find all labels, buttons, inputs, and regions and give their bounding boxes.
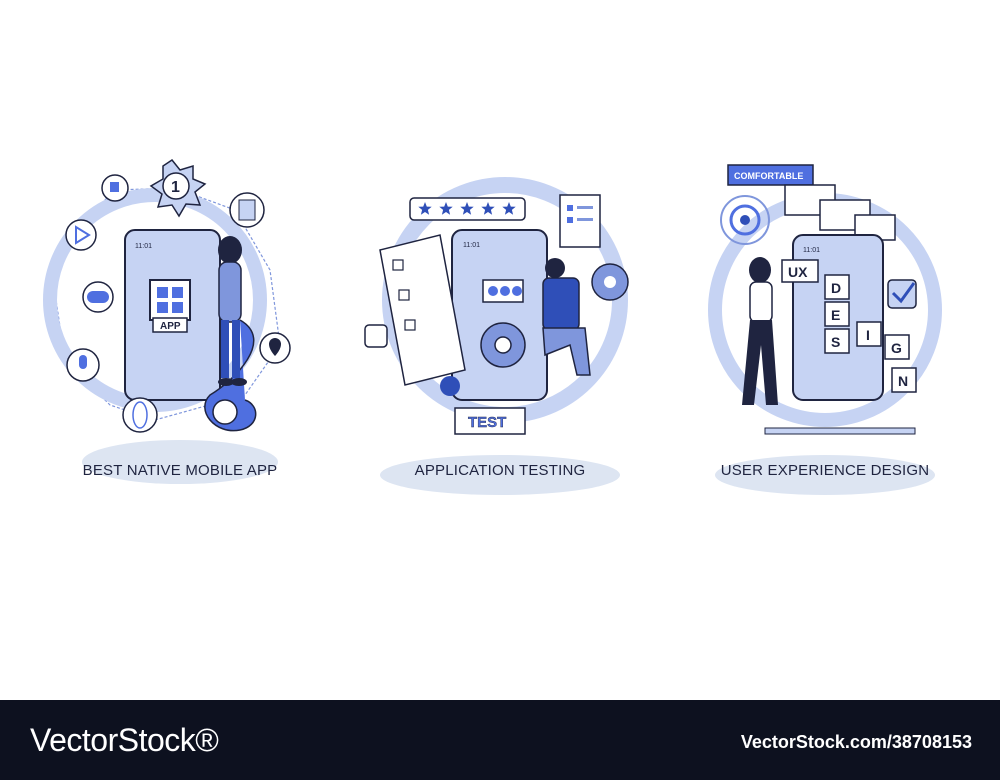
comfortable-label: COMFORTABLE	[734, 171, 803, 181]
panel-native-app: 11:01 APP 1 BEST NATIVE MOBILE APP	[35, 150, 325, 510]
caption-application-testing: APPLICATION TESTING	[414, 462, 586, 479]
wifi-icon	[212, 399, 238, 425]
block-ux: UX	[788, 264, 808, 280]
woman-figure	[218, 236, 242, 264]
app-label: APP	[160, 321, 181, 332]
phone-time: 11:01	[135, 243, 152, 250]
brand-logo: VectorStock®	[30, 722, 219, 758]
block-d: D	[831, 280, 841, 296]
man-figure	[545, 258, 565, 278]
star-icon	[460, 202, 474, 215]
target-icon	[720, 195, 770, 245]
block-i: I	[866, 327, 870, 343]
caption-ux-design: USER EXPERIENCE DESIGN	[720, 462, 930, 479]
pencil-icon	[764, 427, 916, 435]
star-icon	[439, 202, 453, 215]
star-icon	[502, 202, 516, 215]
star-icon	[481, 202, 495, 215]
block-n: N	[898, 373, 908, 389]
comfortable-tag	[727, 164, 814, 186]
phone-time: 11:01	[463, 242, 480, 249]
test-block	[454, 407, 526, 435]
panel-application-testing: 11:01 TEST APPLICATION TESTING	[355, 150, 645, 510]
testing-illustration: 11:01 TEST	[364, 177, 629, 495]
test-label: TEST	[468, 414, 506, 431]
caption-native-app: BEST NATIVE MOBILE APP	[82, 462, 278, 479]
watermark-footer: VectorStock® VectorStock.com/38708153	[0, 700, 1000, 780]
block-s: S	[831, 334, 840, 350]
checkmark-icon	[887, 279, 917, 309]
block-e: E	[831, 307, 840, 323]
woman-figure	[749, 257, 771, 283]
image-id: VectorStock.com/38708153	[740, 732, 972, 752]
phone-time: 11:01	[803, 247, 820, 254]
globe-icon	[122, 397, 158, 433]
block-g: G	[891, 340, 902, 356]
star-icon	[418, 202, 432, 215]
native-app-illustration: 11:01 APP 1	[43, 158, 291, 484]
gear-icon-small	[440, 376, 460, 396]
panel-ux-design: COMFORTABLE 11:01 UX D E S I G N	[680, 150, 970, 510]
play-icon	[65, 219, 97, 251]
wrench-icon	[364, 324, 388, 348]
checklist	[379, 234, 466, 386]
ux-design-illustration: COMFORTABLE 11:01 UX D E S I G N	[708, 164, 942, 495]
rank-number: 1	[171, 179, 180, 196]
